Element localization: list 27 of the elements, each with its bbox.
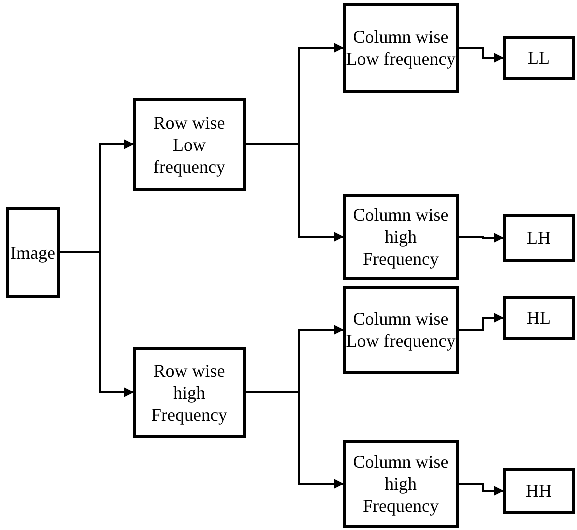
process-box [6,207,60,298]
process-box [133,347,246,438]
process-box [503,214,575,262]
box-label: HL [527,307,551,329]
arrow [459,313,504,331]
box-label: Row wise Low frequency [152,112,226,178]
box-label: Row wise high Frequency [150,360,228,426]
box-label: LL [528,47,550,69]
box-label: LH [527,227,551,249]
box-label: Column wise high Frequency [352,451,450,517]
box-label: Image [10,242,56,264]
process-box [343,194,459,280]
process-box [343,3,459,93]
arrow [459,47,504,63]
box-label: Column wise high Frequency [352,204,450,270]
arrow [459,233,504,243]
process-box [343,440,459,528]
process-box [343,286,459,374]
arrow [60,252,134,398]
arrow [459,483,504,496]
process-box [133,98,246,191]
box-label: Column wise Low frequency [346,308,456,352]
process-box [503,296,575,340]
process-box [503,36,575,80]
process-box [503,468,575,514]
box-label: Column wise Low frequency [346,26,456,70]
box-label: HH [526,480,552,502]
